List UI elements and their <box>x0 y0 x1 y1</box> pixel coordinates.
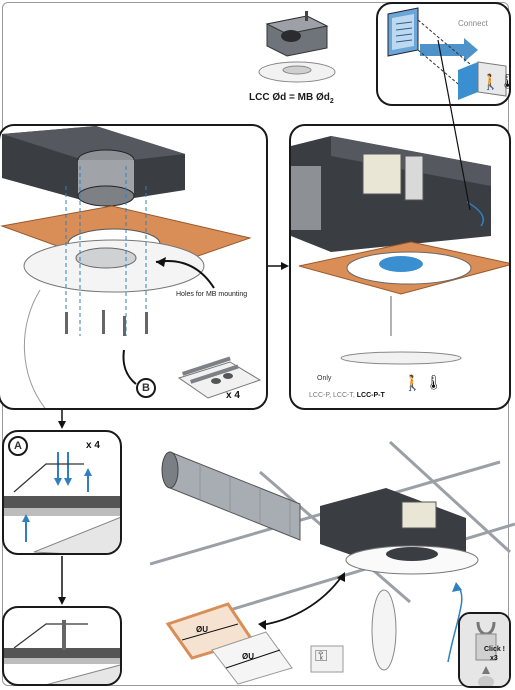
detail-panel-a: A x 4 <box>2 430 122 555</box>
callout-b: B <box>136 378 156 398</box>
person-icon: 🚶 <box>403 375 422 392</box>
exploded-view-panel: Holes for MB mounting B x 4 <box>0 124 268 410</box>
key-icon: ⚿ <box>315 648 328 665</box>
person-icon: 🚶 <box>481 74 500 91</box>
callout-a: A <box>8 436 28 456</box>
click-qty: x3 <box>490 655 498 662</box>
connect-panel: Connect 🚶 🌡 <box>376 2 511 106</box>
thermometer-icon: 🌡 <box>499 73 509 90</box>
callout-b-qty: x 4 <box>226 390 240 401</box>
model-lcc-t: LCC-T, <box>333 392 355 399</box>
ceiling-installation-scene <box>150 432 515 642</box>
unit-illustration <box>245 8 345 90</box>
diameter-formula-subscript: 2 <box>329 98 334 105</box>
compatible-models: LCC-P, LCC-T, LCC-P-T <box>309 392 385 399</box>
model-lcc-p-t: LCC-P-T <box>356 392 385 399</box>
detail-panel-installed <box>2 606 122 686</box>
holes-label: Holes for MB mounting <box>176 291 248 298</box>
only-label: Only <box>317 375 332 382</box>
diameter-formula-text: LCC Ød = MB Ød <box>249 92 330 103</box>
connect-label: Connect <box>458 19 488 28</box>
installed-view-panel: Only LCC-P, LCC-T, LCC-P-T 🚶 🌡 <box>289 124 511 410</box>
click-label: Click ! <box>484 646 506 653</box>
dimension-u-bottom: ØU <box>242 652 254 661</box>
diameter-formula: LCC Ød = MB Ød2 <box>249 92 334 105</box>
callout-a-qty: x 4 <box>86 440 100 451</box>
thermometer-icon: 🌡 <box>425 374 443 390</box>
dimension-u-top: ØU <box>196 625 208 634</box>
click-panel: Click ! x3 <box>458 612 511 688</box>
model-lcc-p: LCC-P, <box>309 392 332 399</box>
